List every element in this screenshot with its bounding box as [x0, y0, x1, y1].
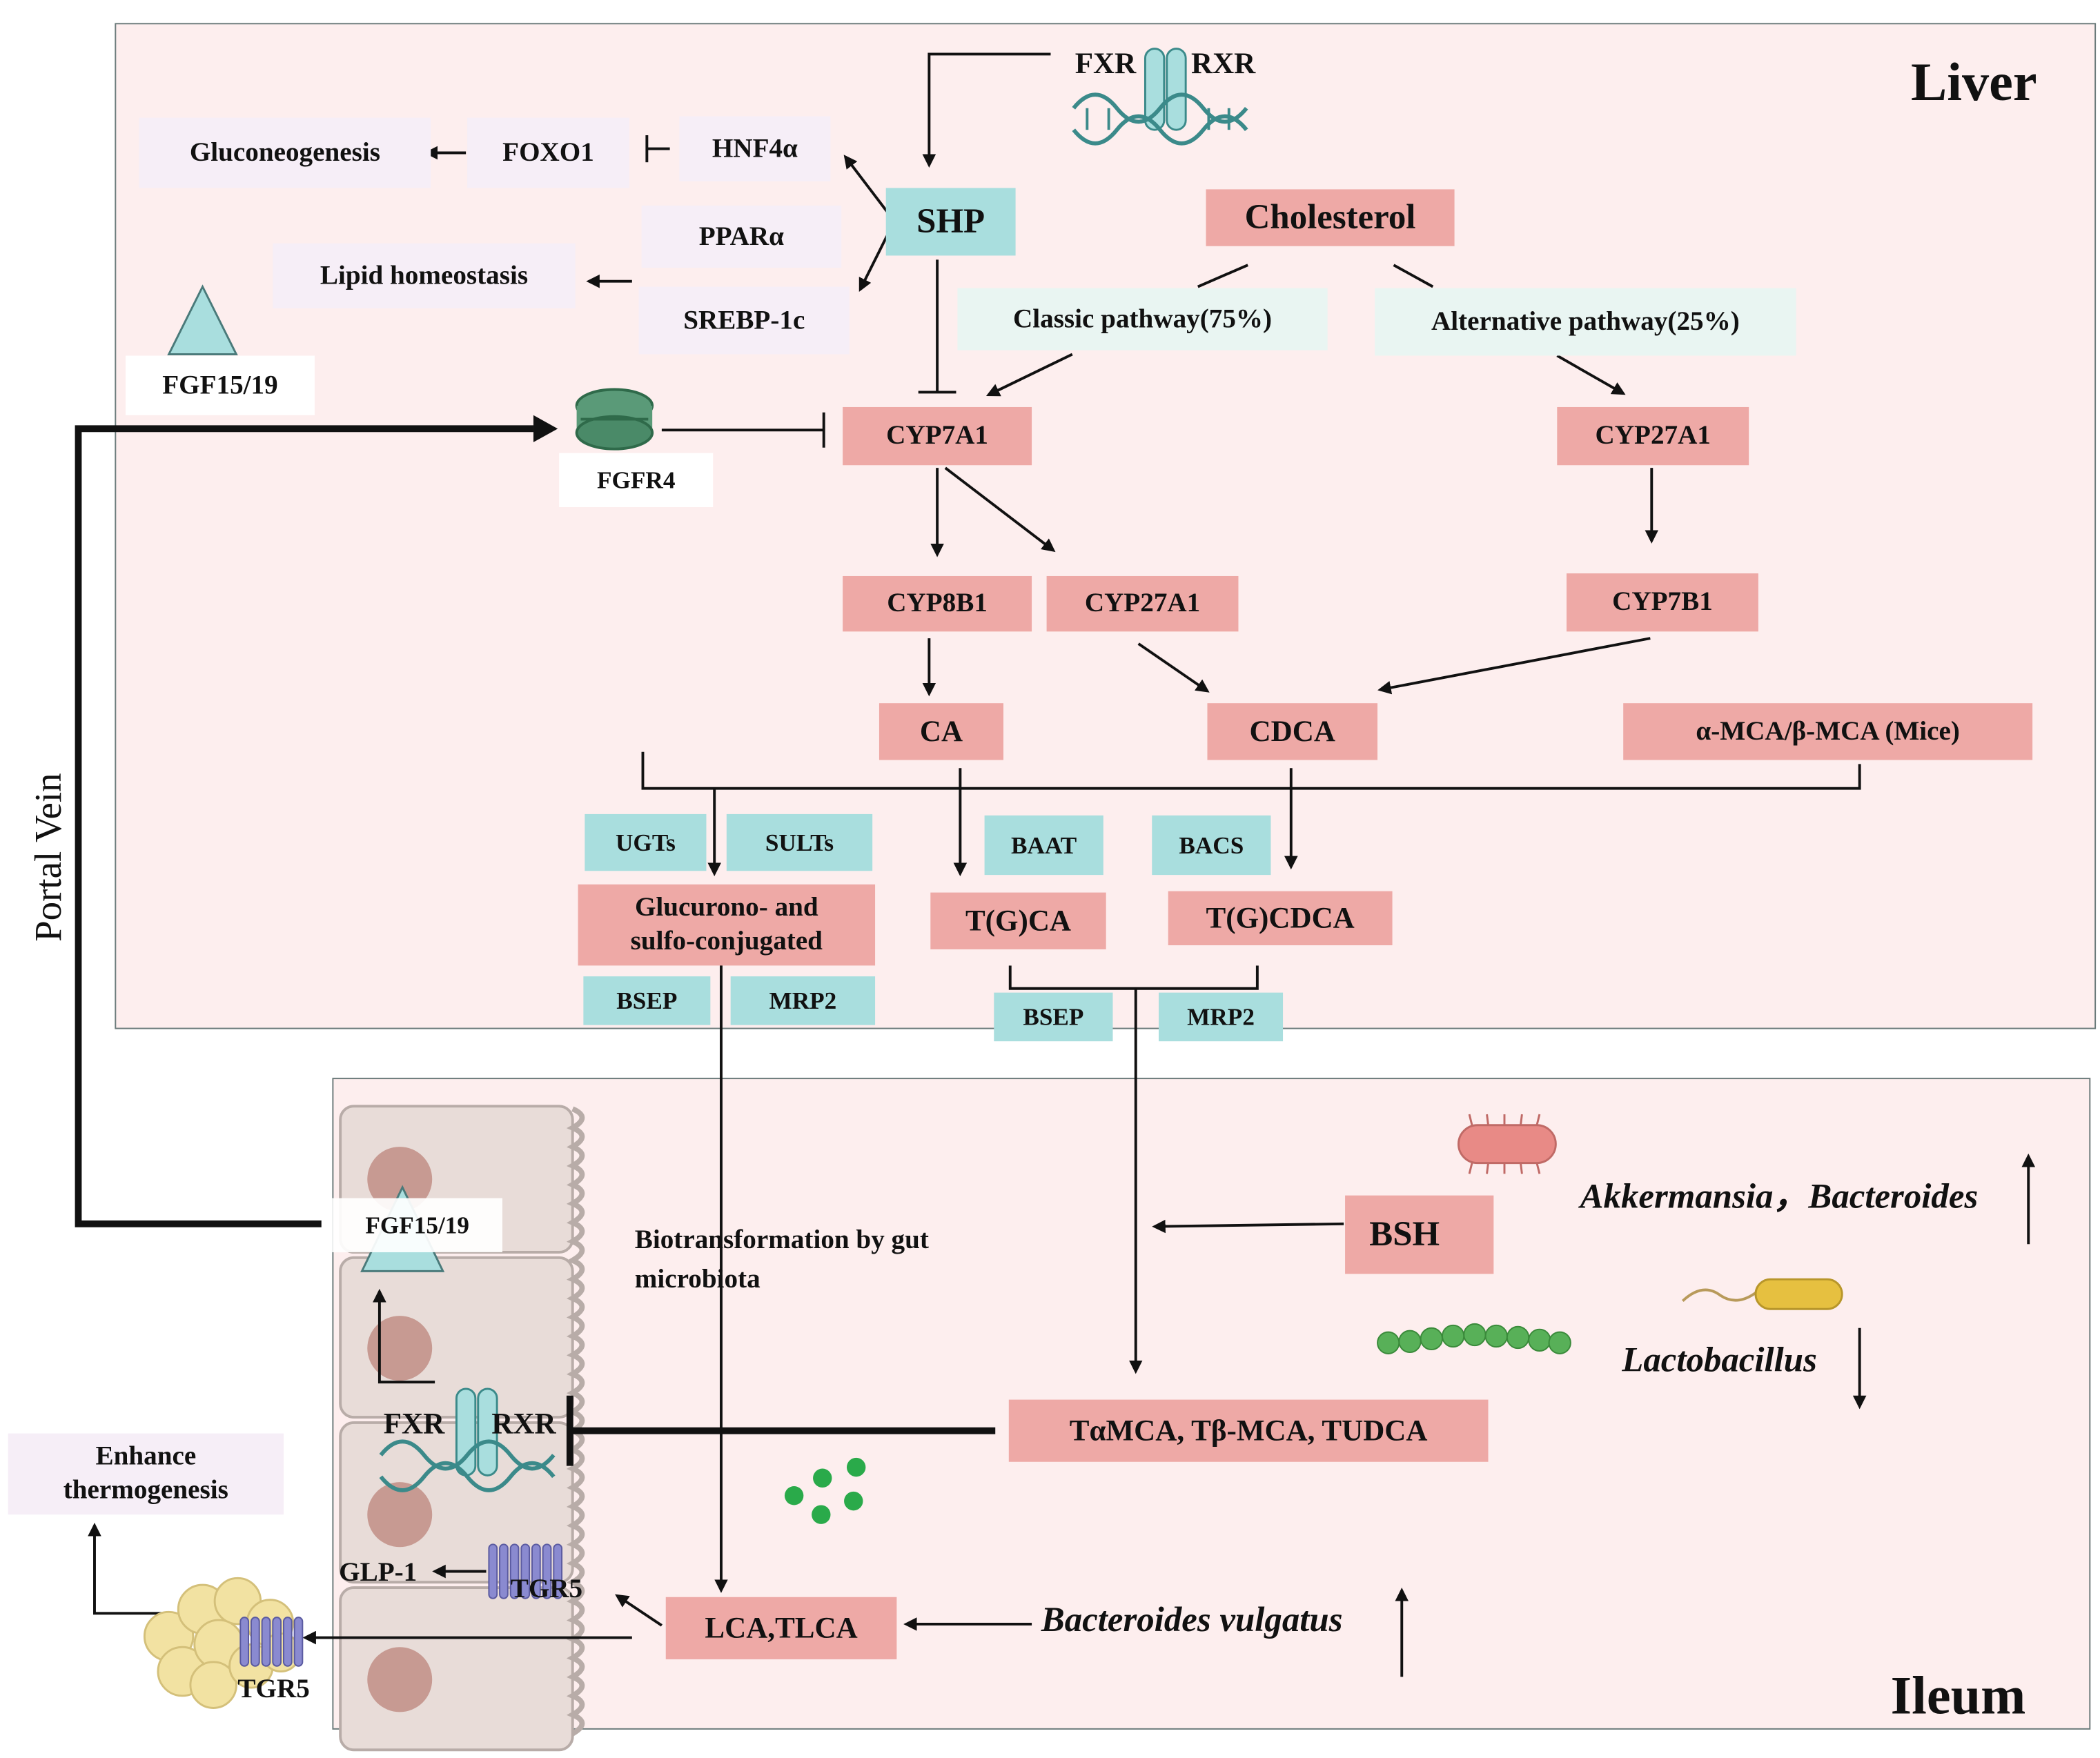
- tgr5-adipose-label: TGR5: [237, 1674, 310, 1704]
- liver-label: Liver: [1911, 51, 2037, 112]
- mrp2-node-1: MRP2: [730, 976, 876, 1025]
- bsh-node: BSH: [1345, 1195, 1494, 1274]
- foxo1-node: FOXO1: [467, 117, 629, 188]
- streptococcus-chain-icon: [1377, 1323, 1571, 1354]
- hnf4a-node: HNF4α: [679, 116, 831, 181]
- lactobacillus-bacteria-icon: [1681, 1278, 1843, 1310]
- liver-panel: [115, 23, 2097, 1029]
- tamca-node: TαMCA, Tβ-MCA, TUDCA: [1008, 1399, 1489, 1462]
- fgf1519-liver-node: FGF15/19: [125, 355, 315, 415]
- glucurono-line2: sulfo-conjugated: [630, 926, 823, 956]
- cyp27a1-node: CYP27A1: [1046, 575, 1239, 632]
- tgr5-adipose-icon: [239, 1617, 304, 1667]
- cyp7a1-node: CYP7A1: [843, 406, 1032, 466]
- tgca-node: T(G)CA: [930, 892, 1106, 949]
- cholesterol-node: Cholesterol: [1206, 189, 1455, 246]
- fgf-triangle-icon: [167, 284, 238, 355]
- separator: ，: [1773, 1176, 1809, 1216]
- glucurono-conjugated-node: Glucurono- and sulfo-conjugated: [578, 884, 876, 966]
- bacteroides-label: Bacteroides: [1808, 1176, 1979, 1216]
- green-dots-icon: [784, 1457, 866, 1524]
- ileum-label: Ileum: [1890, 1664, 2026, 1726]
- tgcdca-node: T(G)CDCA: [1168, 891, 1393, 946]
- bsep-node-2: BSEP: [994, 992, 1113, 1042]
- portal-vein-label: Portal Vein: [28, 773, 70, 942]
- fxr-rxr-ileum-icon: [379, 1387, 556, 1492]
- enhance-line2: thermogenesis: [63, 1475, 228, 1505]
- baat-node: BAAT: [984, 815, 1103, 876]
- tgr5-cell-label: TGR5: [510, 1574, 583, 1604]
- lactobacillus-label: Lactobacillus: [1622, 1340, 1817, 1380]
- biotransformation-line2: microbiota: [634, 1264, 760, 1294]
- rxr-ileum-label: RXR: [491, 1406, 556, 1441]
- mca-node: α-MCA/β-MCA (Mice): [1623, 703, 2033, 760]
- alternative-pathway-node: Alternative pathway(25%): [1375, 288, 1796, 356]
- classic-pathway-node: Classic pathway(75%): [957, 288, 1328, 350]
- bacteroides-vulgatus-label: Bacteroides vulgatus: [1041, 1599, 1343, 1639]
- enhance-line1: Enhance: [95, 1441, 197, 1472]
- akkermansia-bacteroides-label: Akkermansia，Bacteroides: [1580, 1168, 1979, 1218]
- bacs-node: BACS: [1152, 815, 1271, 876]
- fgf1519-ileum-node: FGF15/19: [332, 1198, 502, 1252]
- fxr-rxr-receptor-icon: [1072, 48, 1248, 146]
- lca-tlca-node: LCA,TLCA: [665, 1597, 897, 1659]
- rxr-label: RXR: [1190, 46, 1256, 80]
- enhance-thermogenesis-node: Enhance thermogenesis: [8, 1433, 284, 1515]
- fxr-ileum-label: FXR: [383, 1406, 445, 1441]
- cdca-node: CDCA: [1207, 703, 1378, 760]
- gluconeogenesis-node: Gluconeogenesis: [139, 117, 431, 188]
- tgr5-receptor-icon: [488, 1543, 563, 1599]
- ca-node: CA: [879, 703, 1003, 760]
- fgfr4-node: FGFR4: [559, 453, 714, 507]
- cyp8b1-node: CYP8B1: [843, 575, 1032, 632]
- fxr-label: FXR: [1074, 46, 1137, 80]
- fgfr4-receptor-icon: [575, 388, 654, 451]
- glp1-label: GLP-1: [339, 1557, 418, 1588]
- shp-node: SHP: [885, 188, 1016, 256]
- glucurono-line1: Glucurono- and: [634, 892, 818, 922]
- srebp-node: SREBP-1c: [638, 286, 850, 355]
- lipid-homeostasis-node: Lipid homeostasis: [273, 243, 576, 308]
- cyp27a1-alt-node: CYP27A1: [1557, 406, 1749, 466]
- cyp7b1-node: CYP7B1: [1567, 573, 1758, 632]
- ugts-node: UGTs: [585, 813, 707, 871]
- ppara-node: PPARα: [641, 205, 842, 268]
- akkermansia-label: Akkermansia: [1580, 1176, 1774, 1216]
- biotransformation-line1: Biotransformation by gut: [634, 1225, 929, 1255]
- sults-node: SULTs: [726, 813, 873, 871]
- akkermansia-bacteria-icon: [1457, 1114, 1557, 1174]
- bsep-node-1: BSEP: [583, 976, 711, 1025]
- mrp2-node-2: MRP2: [1159, 992, 1284, 1042]
